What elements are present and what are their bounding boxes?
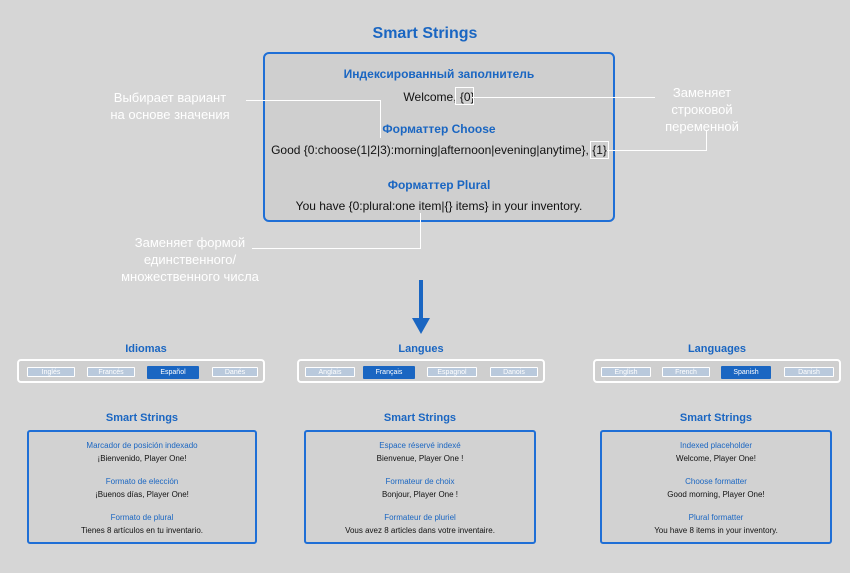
card-title: Smart Strings (105, 412, 179, 424)
language-selector-title: Languages (687, 343, 747, 355)
annotation-plural: Заменяет формой единственного/ множестве… (121, 235, 259, 284)
indexed-placeholder-heading: Marcador de posición indexado (86, 441, 198, 450)
plural-formatter-text: Tienes 8 artículos en tu inventario. (81, 526, 203, 535)
tab-danish[interactable]: Danés (212, 367, 258, 377)
tab-danish[interactable]: Danish (784, 367, 834, 377)
plural-formatter-text: Vous avez 8 articles dans votre inventai… (345, 526, 495, 535)
indexed-placeholder-heading: Espace réservé indexé (379, 441, 461, 450)
tab-english[interactable]: English (601, 367, 651, 377)
tab-danish[interactable]: Danois (490, 367, 538, 377)
choose-formatter-heading: Formato de elección (105, 477, 179, 486)
choose-formatter-heading: Choose formatter (685, 477, 747, 486)
indexed-placeholder-text: ¡Bienvenido, Player One! (97, 454, 187, 463)
tab-french[interactable]: Français (363, 366, 415, 379)
connector-plural-h (252, 248, 421, 249)
tab-english[interactable]: Anglais (305, 367, 355, 377)
down-arrow-icon (412, 280, 430, 334)
choose-formatter-text: Good morning, Player One! (667, 490, 765, 499)
tab-spanish[interactable]: Español (147, 366, 199, 379)
connector-string-v (706, 130, 707, 150)
tab-english[interactable]: Inglés (27, 367, 75, 377)
tab-french[interactable]: Francés (87, 367, 135, 377)
plural-formatter-heading: Formateur de pluriel (384, 513, 456, 522)
choose-formatter-text: ¡Buenos días, Player One! (95, 490, 189, 499)
tab-spanish[interactable]: Spanish (721, 366, 771, 379)
placeholder-highlight-0 (455, 87, 474, 105)
annotation-string-variable: Заменяет строковой переменной (665, 85, 739, 134)
localized-strings-card: Espace réservé indexé Bienvenue, Player … (304, 430, 536, 544)
tab-french[interactable]: French (662, 367, 710, 377)
plural-formatter-heading: Plural formatter (688, 513, 744, 522)
connector-choose-h (246, 100, 380, 101)
language-tab-bar: Inglés Francés Español Danés (17, 359, 265, 383)
choose-formatter-heading: Форматтер Choose (382, 122, 496, 136)
indexed-placeholder-heading: Индексированный заполнитель (343, 67, 535, 81)
language-selector-title: Langues (398, 343, 444, 355)
indexed-placeholder-text: Welcome, Player One! (676, 454, 756, 463)
choose-formatter-example: Good {0:choose(1|2|3):morning|afternoon|… (271, 143, 607, 157)
connector-string-h2 (607, 150, 707, 151)
indexed-placeholder-heading: Indexed placeholder (679, 441, 753, 450)
tab-spanish[interactable]: Espagnol (427, 367, 477, 377)
annotation-choose: Выбирает вариант на основе значения (110, 90, 230, 122)
localized-strings-card: Indexed placeholder Welcome, Player One!… (600, 430, 832, 544)
language-selector-title: Idiomas (125, 343, 167, 355)
card-title: Smart Strings (383, 412, 457, 424)
plural-formatter-example: You have {0:plural:one item|{} items} in… (295, 199, 583, 213)
indexed-placeholder-example: Welcome, {0} (403, 90, 475, 104)
card-title: Smart Strings (679, 412, 753, 424)
language-tab-bar: English French Spanish Danish (593, 359, 841, 383)
connector-string-h (472, 97, 655, 98)
format-examples-box: Индексированный заполнитель Welcome, {0}… (263, 52, 615, 222)
indexed-placeholder-text: Bienvenue, Player One ! (376, 454, 464, 463)
localized-strings-card: Marcador de posición indexado ¡Bienvenid… (27, 430, 257, 544)
choose-formatter-heading: Formateur de choix (385, 477, 455, 486)
plural-formatter-heading: Formato de plural (110, 513, 174, 522)
plural-formatter-heading: Форматтер Plural (387, 178, 491, 192)
connector-choose-v (380, 100, 381, 138)
plural-formatter-text: You have 8 items in your inventory. (654, 526, 778, 535)
diagram-title: Smart Strings (372, 25, 478, 42)
language-tab-bar: Anglais Français Espagnol Danois (297, 359, 545, 383)
choose-formatter-text: Bonjour, Player One ! (381, 490, 459, 499)
connector-plural-v (420, 213, 421, 248)
